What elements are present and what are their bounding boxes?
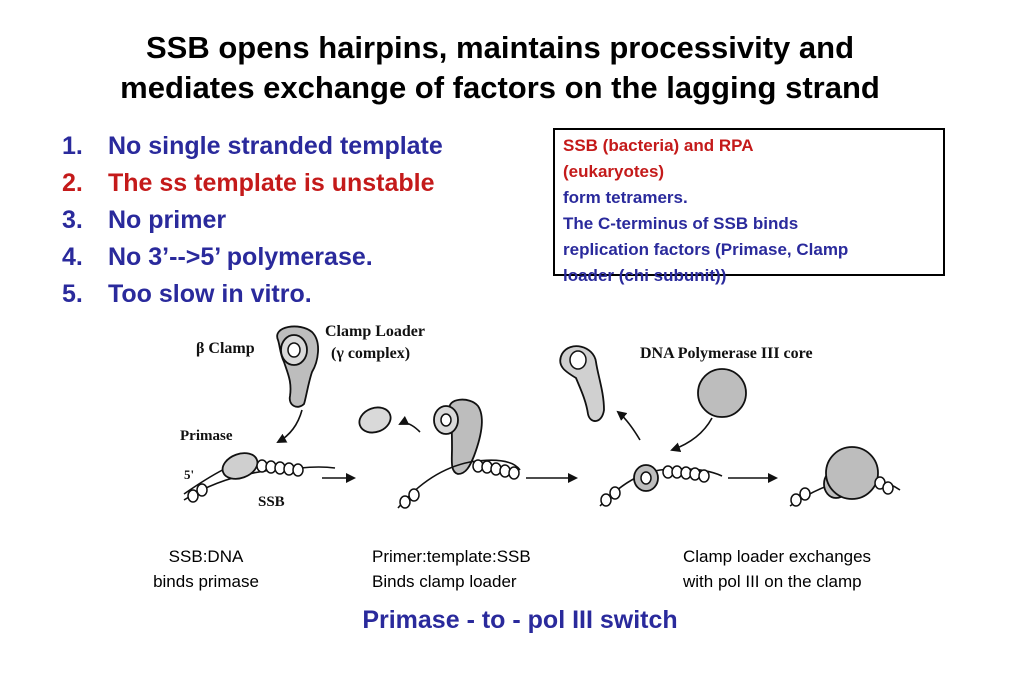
- clamp-loader-label: Clamp Loader: [325, 323, 425, 340]
- slide-title-line-1: SSB opens hairpins, maintains processivi…: [145, 30, 855, 65]
- problem-item-3: 3. No primer: [62, 202, 443, 239]
- info-box: [553, 128, 945, 276]
- problem-number: 3.: [62, 206, 83, 234]
- problem-list: 1. No single stranded template 2. The ss t…: [62, 128, 443, 313]
- beta-clamp-hole: [287, 342, 301, 358]
- caption-step-2: Primer:template:SSB Binds clamp loader: [372, 544, 531, 594]
- slide-title: SSB opens hairpins, maintains processivi…: [0, 28, 1000, 108]
- problem-number: 2.: [62, 169, 83, 197]
- primase-to-pol-switch-diagram: β Clamp Clamp Loader (γ complex) Primase…: [180, 323, 901, 510]
- problem-text: No 3’-->5’ polymerase.: [108, 243, 373, 271]
- problem-text: No single stranded template: [108, 132, 443, 160]
- problem-item-2: 2. The ss template is unstable: [62, 165, 443, 202]
- ssb-beads-stage-3: [600, 465, 710, 507]
- caption-step-3: Clamp loader exchanges with pol III on t…: [683, 544, 871, 594]
- stage-4-pol-iii-on-clamp: [789, 446, 901, 507]
- beta-clamp-label: β Clamp: [196, 340, 255, 357]
- problem-item-4: 4. No 3’-->5’ polymerase.: [62, 239, 443, 276]
- problem-item-5: 5. Too slow in vitro.: [62, 276, 443, 313]
- info-line-4: The C-terminus of SSB binds: [563, 214, 799, 233]
- arrow-clamp-to-primase: [276, 409, 303, 443]
- beta-clamp-stage-3-hole: [640, 471, 652, 485]
- stage-3-exchange: DNA Polymerase III core: [559, 345, 813, 507]
- switch-title: Primase - to - pol III switch: [362, 606, 678, 634]
- ssb-beads-stage-4: [790, 476, 894, 507]
- arrow-pol-iii-incoming: [670, 417, 713, 453]
- ssb-label: SSB: [258, 494, 285, 510]
- gamma-complex-label: (γ complex): [331, 345, 410, 362]
- info-line-6: loader (chi subunit)): [563, 266, 727, 285]
- caption-step-1: SSB:DNA binds primase: [131, 544, 281, 594]
- arrow-primase-release: [398, 415, 421, 433]
- primase-shape: [221, 452, 259, 480]
- info-line-3: form tetramers.: [563, 188, 688, 207]
- problem-item-1: 1. No single stranded template: [62, 128, 443, 165]
- info-line-2: (eukaryotes): [563, 162, 665, 181]
- info-text: SSB (bacteria) and RPA (eukaryotes) form…: [563, 133, 953, 289]
- caption-step-2-line-2: Binds clamp loader: [372, 572, 517, 591]
- problem-text: The ss template is unstable: [108, 169, 435, 197]
- caption-step-1-line-1: SSB:DNA: [168, 547, 244, 566]
- released-clamp-loader-notch: [569, 350, 587, 370]
- released-primase: [358, 406, 392, 434]
- five-prime-label: 5': [184, 467, 194, 482]
- pol-iii-core: [697, 368, 747, 418]
- caption-step-3-line-2: with pol III on the clamp: [683, 572, 862, 591]
- slide-title-line-2: mediates exchange of factors on the lagg…: [120, 70, 880, 105]
- ssb-beads-stage-2: [399, 459, 520, 509]
- problem-number: 5.: [62, 280, 83, 308]
- problem-number: 4.: [62, 243, 83, 271]
- stage-2-clamp-loader-bound: [358, 398, 521, 509]
- info-line-5: replication factors (Primase, Clamp: [563, 240, 849, 259]
- info-line-1: SSB (bacteria) and RPA: [563, 136, 754, 155]
- primase-label: Primase: [180, 428, 233, 444]
- pol-iii-core-label: DNA Polymerase III core: [640, 345, 813, 362]
- problem-number: 1.: [62, 132, 83, 160]
- problem-text: No primer: [108, 206, 227, 234]
- pol-iii-core-bound: [825, 446, 879, 500]
- beta-clamp-stage-2-hole: [440, 413, 452, 427]
- caption-step-3-line-1: Clamp loader exchanges: [683, 547, 872, 566]
- arrow-clamp-loader-release: [616, 410, 641, 441]
- ssb-beads: [187, 459, 304, 503]
- stage-1-ssb-dna-primase: β Clamp Clamp Loader (γ complex) Primase…: [180, 323, 425, 510]
- problem-text: Too slow in vitro.: [108, 280, 312, 308]
- caption-step-2-line-1: Primer:template:SSB: [372, 547, 531, 566]
- caption-step-1-line-2: binds primase: [153, 572, 259, 591]
